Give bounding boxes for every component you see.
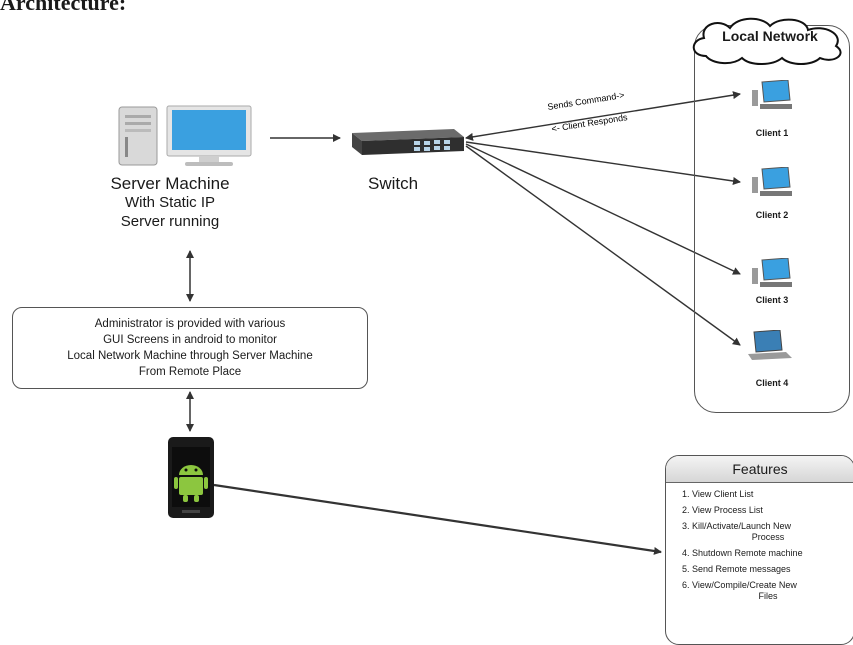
client-4-label: Client 4 — [755, 378, 789, 388]
admin-line: GUI Screens in android to monitor — [103, 334, 277, 346]
feature-item: 3. Kill/Activate/Launch New — [682, 521, 792, 531]
feature-item: 4. Shutdown Remote machine — [682, 548, 803, 558]
feature-item-continuation: Files — [758, 591, 778, 601]
android-phone-icon — [166, 435, 216, 520]
client-1-label: Client 1 — [755, 128, 789, 138]
client-3-label: Client 3 — [755, 295, 789, 305]
switch-label: Switch — [368, 174, 419, 193]
client-3-icon — [740, 257, 800, 290]
cloud-icon — [684, 14, 853, 66]
server-machine-icon — [115, 103, 255, 168]
admin-line: Local Network Machine through Server Mac… — [67, 350, 313, 362]
server-line-running: Server running — [120, 213, 220, 230]
feature-item: 1. View Client List — [682, 489, 754, 499]
features-title: Features — [666, 456, 853, 483]
features-box: Features 1. View Client List 2. View Pro… — [665, 455, 853, 645]
client-responds-label: <- Client Responds — [551, 112, 629, 134]
feature-item: 2. View Process List — [682, 505, 763, 515]
page-heading: Architecture: — [0, 0, 127, 15]
local-network-title: Local Network — [722, 28, 818, 44]
phone-features-arrow — [213, 483, 662, 555]
features-list: 1. View Client List 2. View Process List… — [666, 483, 853, 602]
server-line-static-ip: With Static IP — [124, 194, 216, 211]
admin-line: From Remote Place — [138, 366, 242, 378]
network-switch-icon — [344, 127, 466, 157]
sends-command-label: Sends Command-> — [547, 90, 625, 112]
administrator-description-box: Administrator is provided with various G… — [12, 307, 368, 389]
client-2-icon — [740, 166, 800, 199]
feature-item: 5. Send Remote messages — [682, 564, 791, 574]
client-4-laptop-icon — [740, 329, 800, 362]
admin-line: Administrator is provided with various — [94, 318, 286, 330]
client-1-icon — [740, 79, 800, 112]
feature-item: 6. View/Compile/Create New — [682, 580, 797, 590]
feature-item-continuation: Process — [751, 532, 785, 542]
client-2-label: Client 2 — [755, 210, 789, 220]
server-title: Server Machine — [110, 174, 230, 193]
server-caption: Server Machine With Static IP Server run… — [70, 174, 270, 231]
